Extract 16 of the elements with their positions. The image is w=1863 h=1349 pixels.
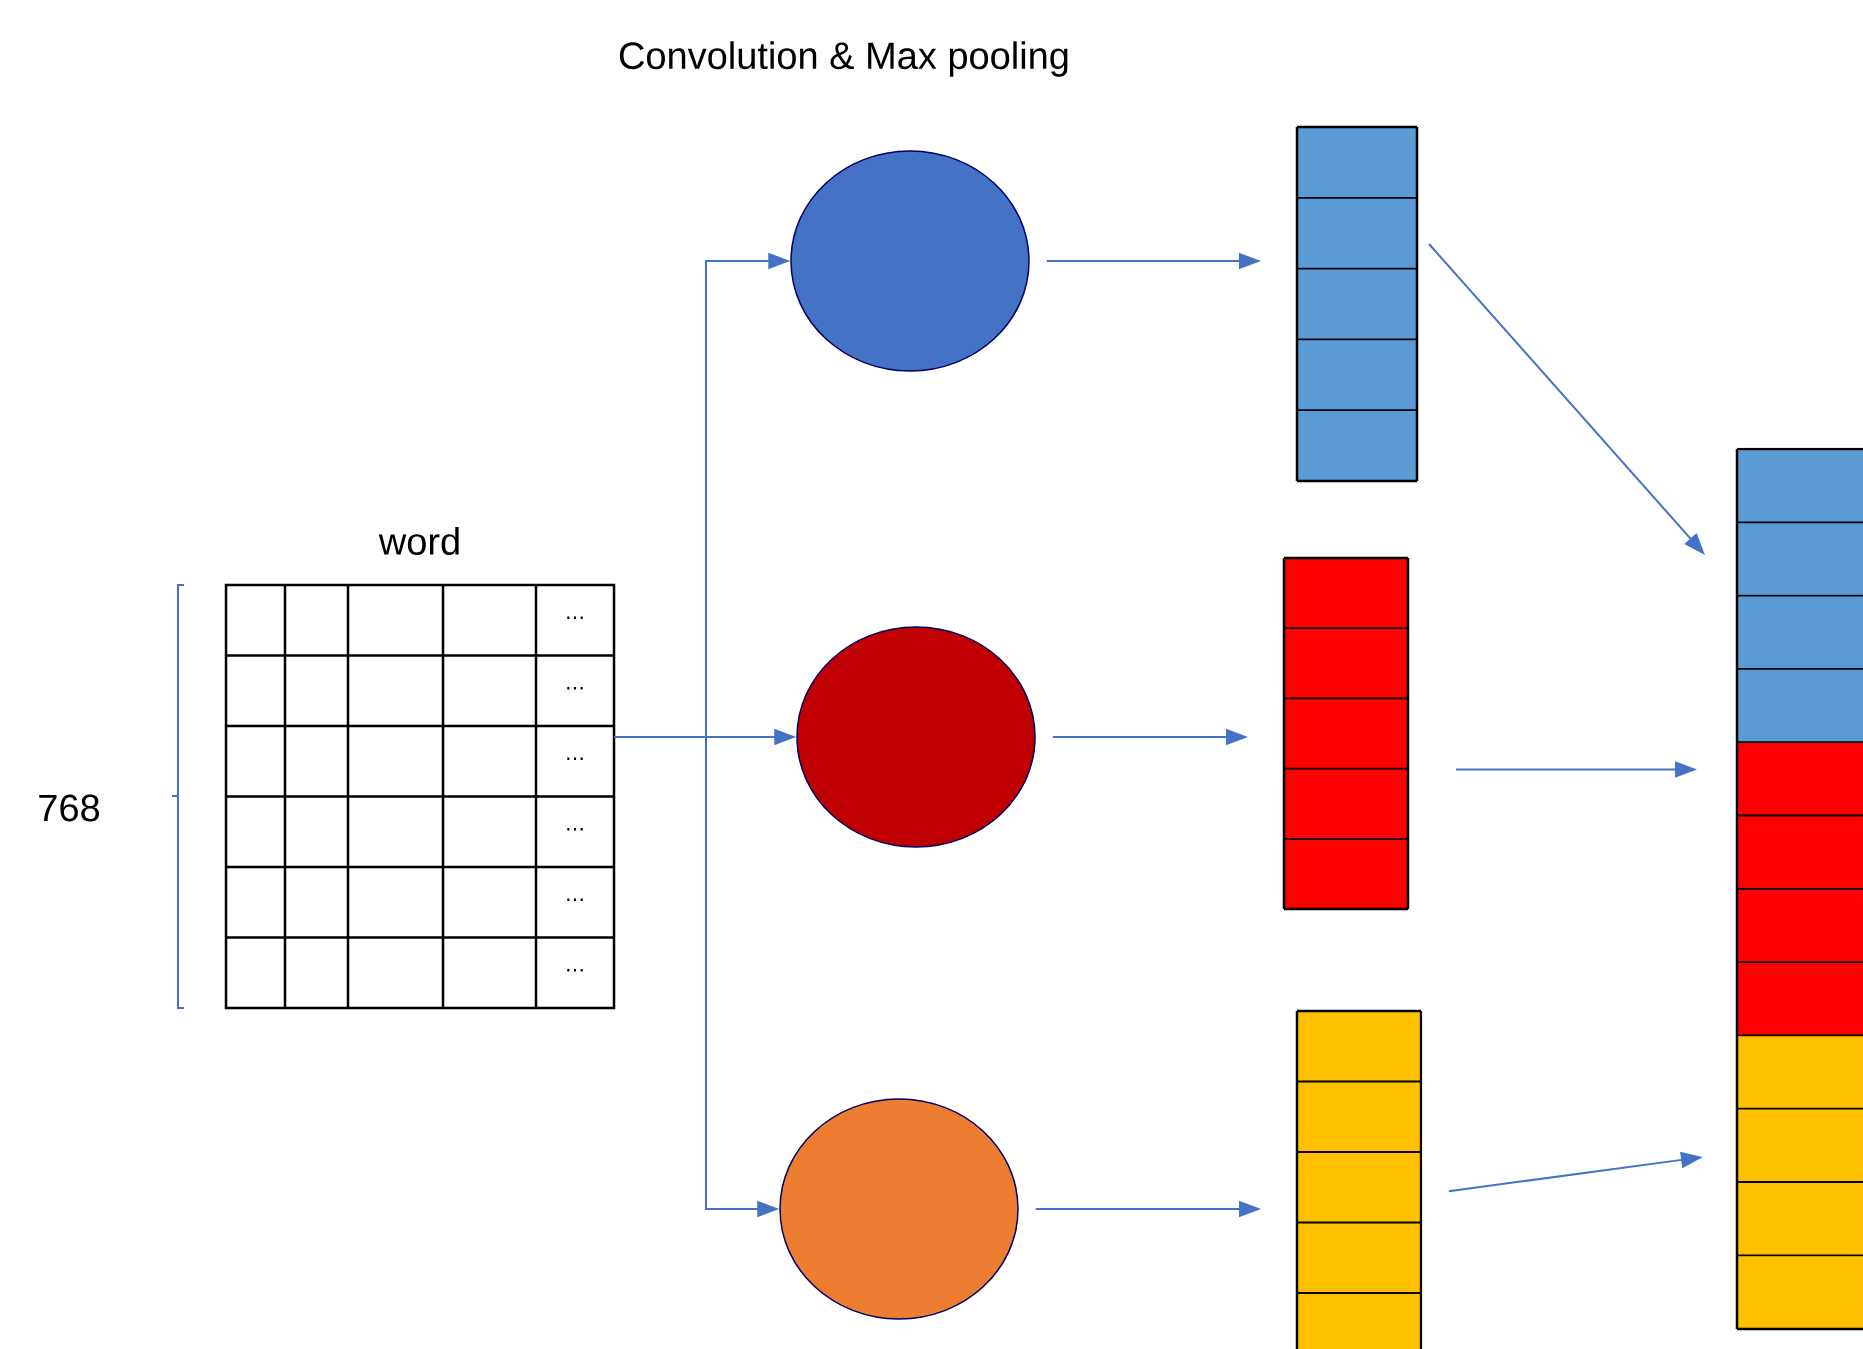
circle	[779, 1098, 1019, 1320]
ellipsis: ⋯	[567, 616, 583, 619]
matrix-heading: word	[378, 527, 459, 555]
vector-bar	[1735, 447, 1863, 1331]
ellipsis: ⋯	[567, 828, 583, 831]
ellipsis: ⋯	[567, 898, 583, 901]
circle	[790, 150, 1030, 372]
ellipsis: ⋯	[567, 687, 583, 690]
vector-bar	[1295, 125, 1419, 483]
vector-bar	[1295, 1009, 1423, 1349]
ellipsis: ⋯	[567, 969, 583, 972]
title: Convolution & Max pooling	[619, 41, 1068, 77]
dimension-label: 768	[39, 794, 100, 822]
ellipsis: ⋯	[567, 757, 583, 760]
circle	[796, 626, 1036, 848]
vector-bar	[1282, 556, 1410, 911]
